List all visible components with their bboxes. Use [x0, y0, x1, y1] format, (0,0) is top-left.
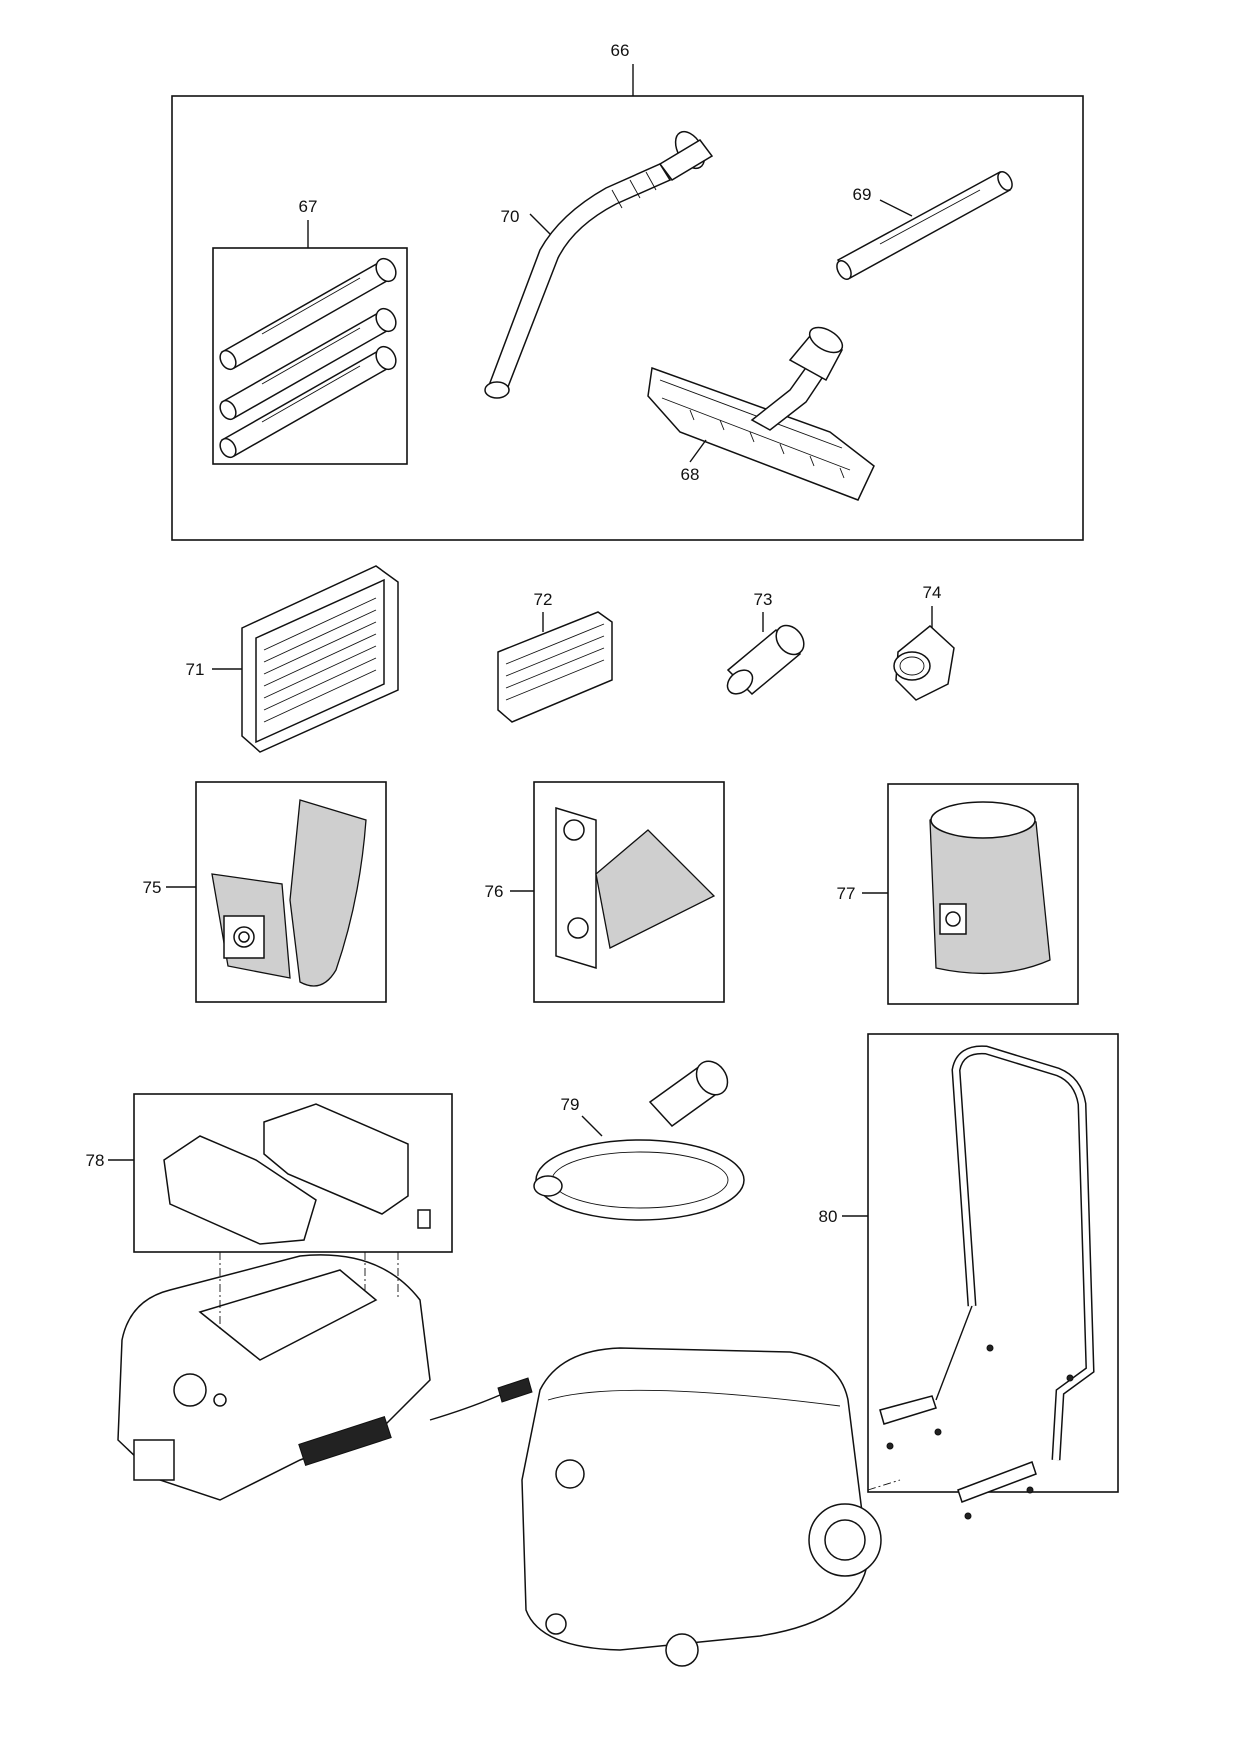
straight-tube-69: 69	[836, 170, 1013, 281]
floor-nozzle-68: 68	[647, 326, 875, 501]
filter-pleats-71	[263, 597, 377, 723]
callout-75: 75	[143, 878, 162, 897]
callout-77: 77	[837, 884, 856, 903]
flat-filter-71: 71	[186, 565, 399, 753]
fleece-bag-77: 77	[837, 783, 1079, 1005]
adapter-73: 73	[726, 590, 805, 696]
callout-71: 71	[186, 660, 205, 679]
lid-assembly-78: 78	[86, 1093, 533, 1501]
bent-handle-tube-70: 70	[484, 130, 714, 399]
callout-78: 78	[86, 1151, 105, 1170]
accessory-set-frame	[171, 95, 1084, 541]
extension-tubes-67: 67	[212, 197, 408, 465]
callout-66: 66	[611, 41, 630, 60]
callout-79: 79	[561, 1095, 580, 1114]
callout-67: 67	[299, 197, 318, 216]
extension-tubes-frame	[212, 247, 408, 465]
trolley-handle-80: 80	[819, 1033, 1119, 1520]
container-body	[521, 1347, 901, 1667]
tube-3	[219, 345, 397, 459]
filter-bag-frame-75	[195, 781, 387, 1003]
callout-72: 72	[534, 590, 553, 609]
callout-70: 70	[501, 207, 520, 226]
lid-parts-frame	[133, 1093, 453, 1253]
suction-hose-79: 79	[533, 1060, 745, 1221]
tube-1	[219, 257, 397, 371]
dust-container-frame-76	[533, 781, 725, 1003]
fleece-bag-frame-77	[887, 783, 1079, 1005]
power-cord	[429, 1377, 533, 1421]
tube-2	[219, 307, 397, 421]
filter-bag-75: 75	[143, 781, 387, 1003]
callout-80: 80	[819, 1207, 838, 1226]
nozzle-ribs	[689, 409, 845, 479]
dust-container-76: 76	[485, 781, 725, 1003]
callout-73: 73	[754, 590, 773, 609]
hose-sleeve-74: 74	[893, 583, 955, 701]
callout-74: 74	[923, 583, 942, 602]
callout-76: 76	[485, 882, 504, 901]
flat-filter-72: 72	[497, 590, 613, 723]
filter-pleats-72	[505, 623, 605, 701]
callout-68: 68	[681, 465, 700, 484]
callout-69: 69	[853, 185, 872, 204]
trolley-handle-frame	[867, 1033, 1119, 1493]
accessory-set-66: 66	[171, 41, 1084, 541]
lid-body	[117, 1252, 431, 1501]
